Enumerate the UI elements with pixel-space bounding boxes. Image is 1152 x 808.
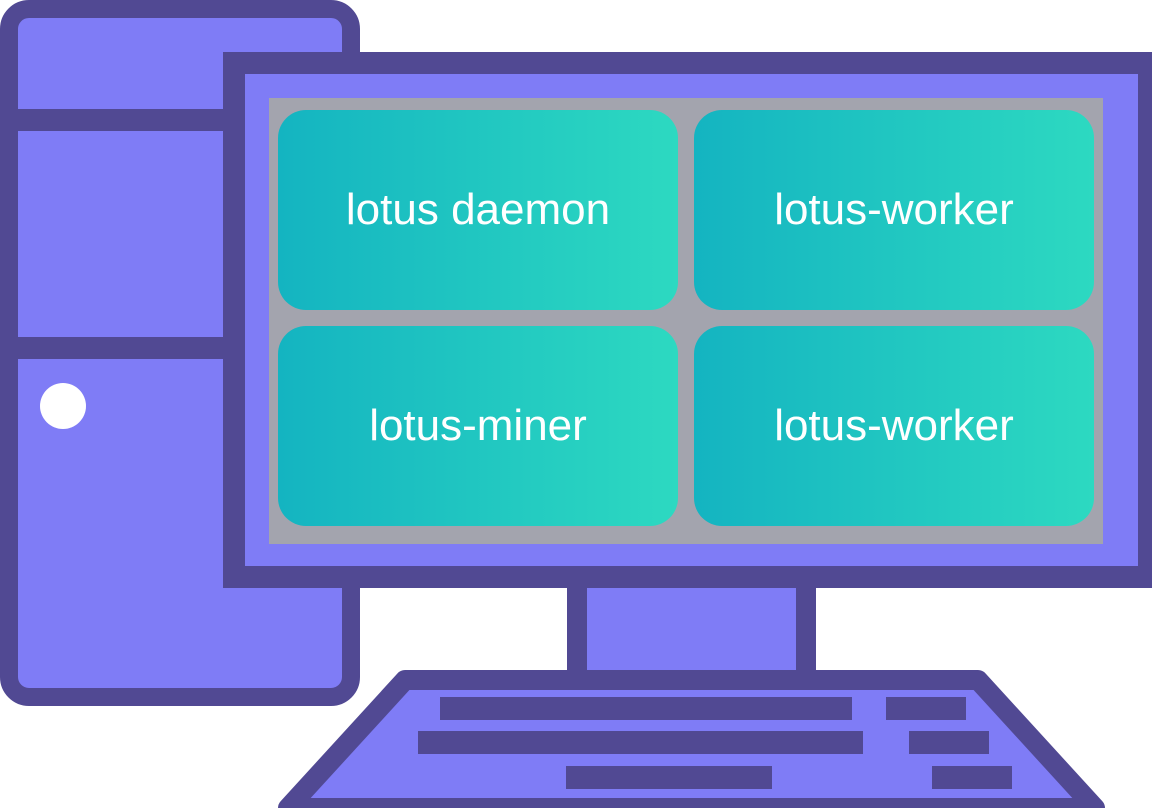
keyboard-key-space-row3 xyxy=(566,766,772,789)
tile-lotus-worker-bottom: lotus-worker xyxy=(694,326,1094,526)
keyboard-key-short-row3 xyxy=(932,766,1012,789)
tile-lotus-miner: lotus-miner xyxy=(278,326,678,526)
power-button-light xyxy=(40,383,86,429)
tile-label: lotus-miner xyxy=(369,401,587,450)
tile-lotus-worker-top: lotus-worker xyxy=(694,110,1094,310)
keyboard-key-long-row2 xyxy=(418,731,863,754)
tile-lotus-daemon: lotus daemon xyxy=(278,110,678,310)
tile-label: lotus-worker xyxy=(774,185,1014,234)
monitor-stand-neck xyxy=(567,568,816,692)
keyboard-key-short-row1 xyxy=(886,697,966,720)
tile-label: lotus-worker xyxy=(774,401,1014,450)
tile-label: lotus daemon xyxy=(345,185,611,234)
keyboard-key-long-row1 xyxy=(440,697,852,720)
keyboard xyxy=(278,670,1105,808)
keyboard-key-short-row2 xyxy=(909,731,989,754)
